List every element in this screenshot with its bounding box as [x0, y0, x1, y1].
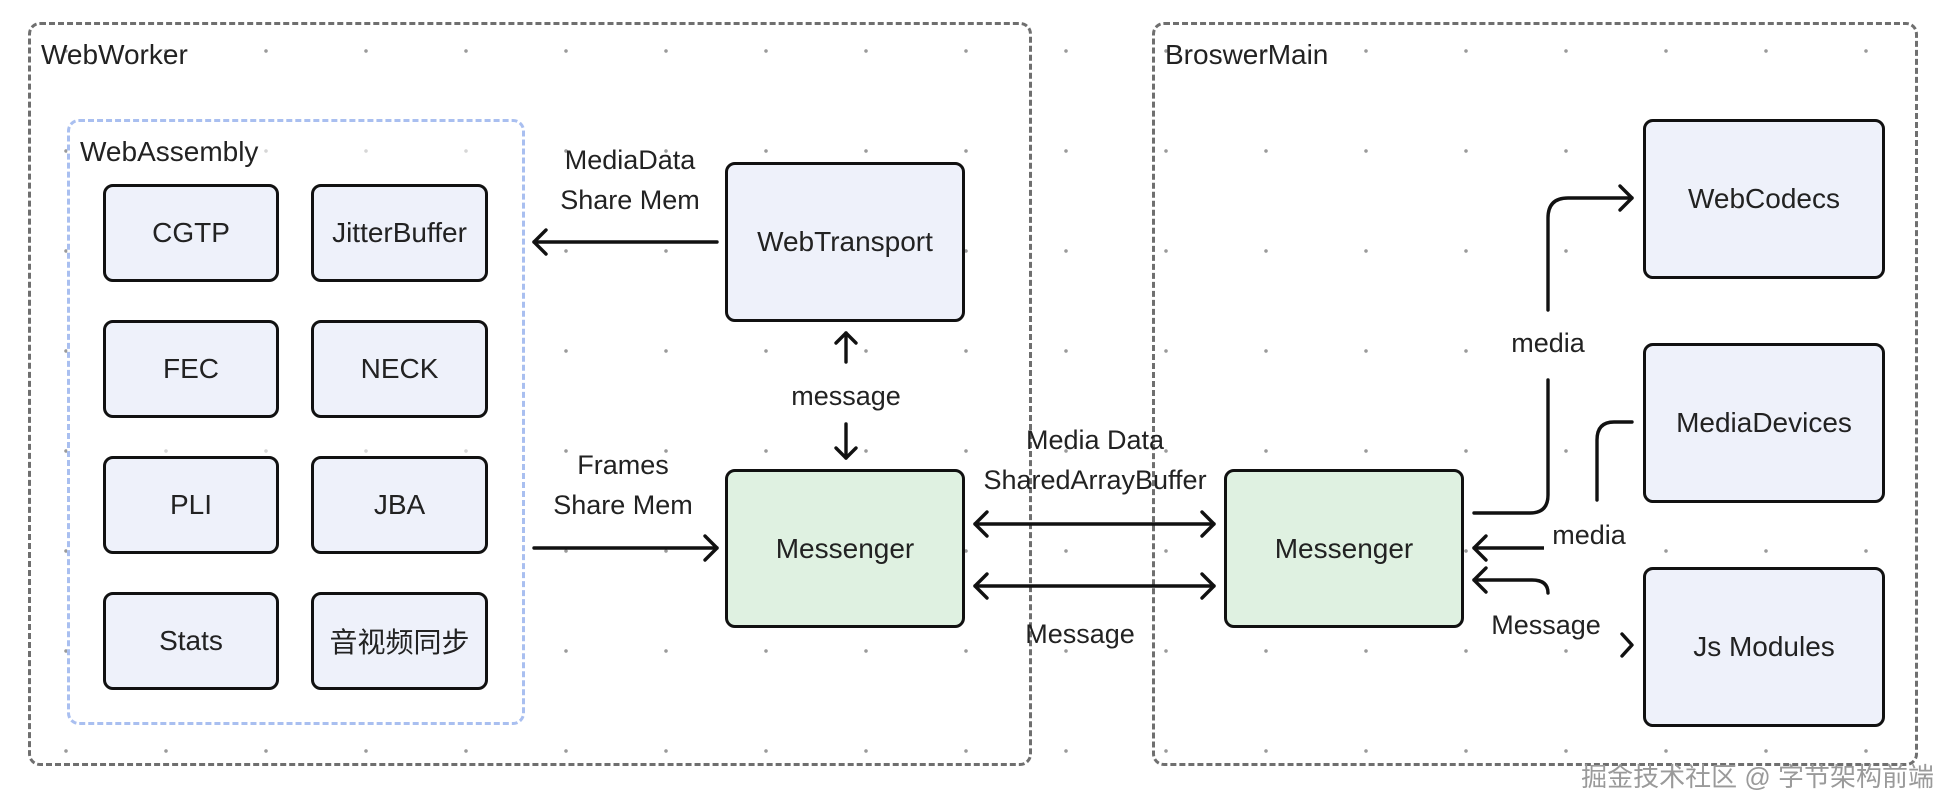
- label-media-mid: media: [1544, 515, 1634, 555]
- arrowhead-to-js-modules: [1620, 632, 1634, 658]
- arrow-js-to-messenger: [1472, 578, 1550, 595]
- arrowhead-to-webcodecs: [1618, 184, 1634, 212]
- webassembly-title: WebAssembly: [80, 136, 259, 167]
- wasm-module-jitterbuffer: JitterBuffer: [311, 184, 488, 282]
- arrowhead-message-down: [834, 446, 858, 460]
- label-message-between: Message: [1025, 619, 1135, 649]
- webtransport-node: WebTransport: [725, 162, 965, 322]
- wasm-module-pli: PLI: [103, 456, 279, 554]
- arrowhead-shared-buffer-right: [1200, 510, 1216, 538]
- arrow-from-mediadevices: [1595, 420, 1634, 502]
- arrowhead-shared-buffer-left: [973, 510, 989, 538]
- watermark: 掘金技术社区 @ 字节架构前端: [1581, 762, 1934, 792]
- messenger-main-node: Messenger: [1224, 469, 1464, 628]
- label-frames: Frames: [577, 450, 669, 480]
- arrowhead-message-up: [834, 331, 858, 345]
- label-mediadata: MediaData: [564, 145, 696, 175]
- label-message-vertical: message: [791, 381, 901, 411]
- label-share-mem-top: Share Mem: [560, 185, 700, 215]
- arrowhead-wasm-to-messenger: [703, 534, 719, 562]
- webcodecs-node: WebCodecs: [1643, 119, 1885, 279]
- webworker-title: WebWorker: [41, 39, 188, 70]
- webworker-container: WebWorker: [28, 22, 1032, 766]
- label-share-mem-bottom: Share Mem: [553, 490, 693, 520]
- wasm-module-neck: NECK: [311, 320, 488, 418]
- arrowhead-message-between-right: [1200, 572, 1216, 600]
- js-modules-node: Js Modules: [1643, 567, 1885, 727]
- browser-main-container: BroswerMain: [1152, 22, 1918, 766]
- wasm-module-fec: FEC: [103, 320, 279, 418]
- label-media-data: Media Data: [1025, 425, 1165, 455]
- wasm-module-cgtp: CGTP: [103, 184, 279, 282]
- arrow-to-webcodecs: [1472, 378, 1550, 515]
- arrowhead-message-between-left: [973, 572, 989, 600]
- label-message-right: Message: [1486, 605, 1606, 645]
- arrowhead-webtransport-to-wasm: [532, 228, 548, 256]
- arrow-to-webcodecs-upper: [1546, 196, 1634, 312]
- messenger-worker-node: Messenger: [725, 469, 965, 628]
- browser-main-title: BroswerMain: [1165, 39, 1329, 70]
- label-media-top: media: [1503, 323, 1593, 363]
- arrowhead-media-into-messenger: [1472, 534, 1488, 562]
- label-shared-array-buffer: SharedArrayBuffer: [983, 465, 1207, 495]
- wasm-module-stats: Stats: [103, 592, 279, 690]
- wasm-module-jba: JBA: [311, 456, 488, 554]
- wasm-module-av-sync: 音视频同步: [311, 592, 488, 690]
- arrowhead-js-to-messenger: [1472, 566, 1488, 594]
- mediadevices-node: MediaDevices: [1643, 343, 1885, 503]
